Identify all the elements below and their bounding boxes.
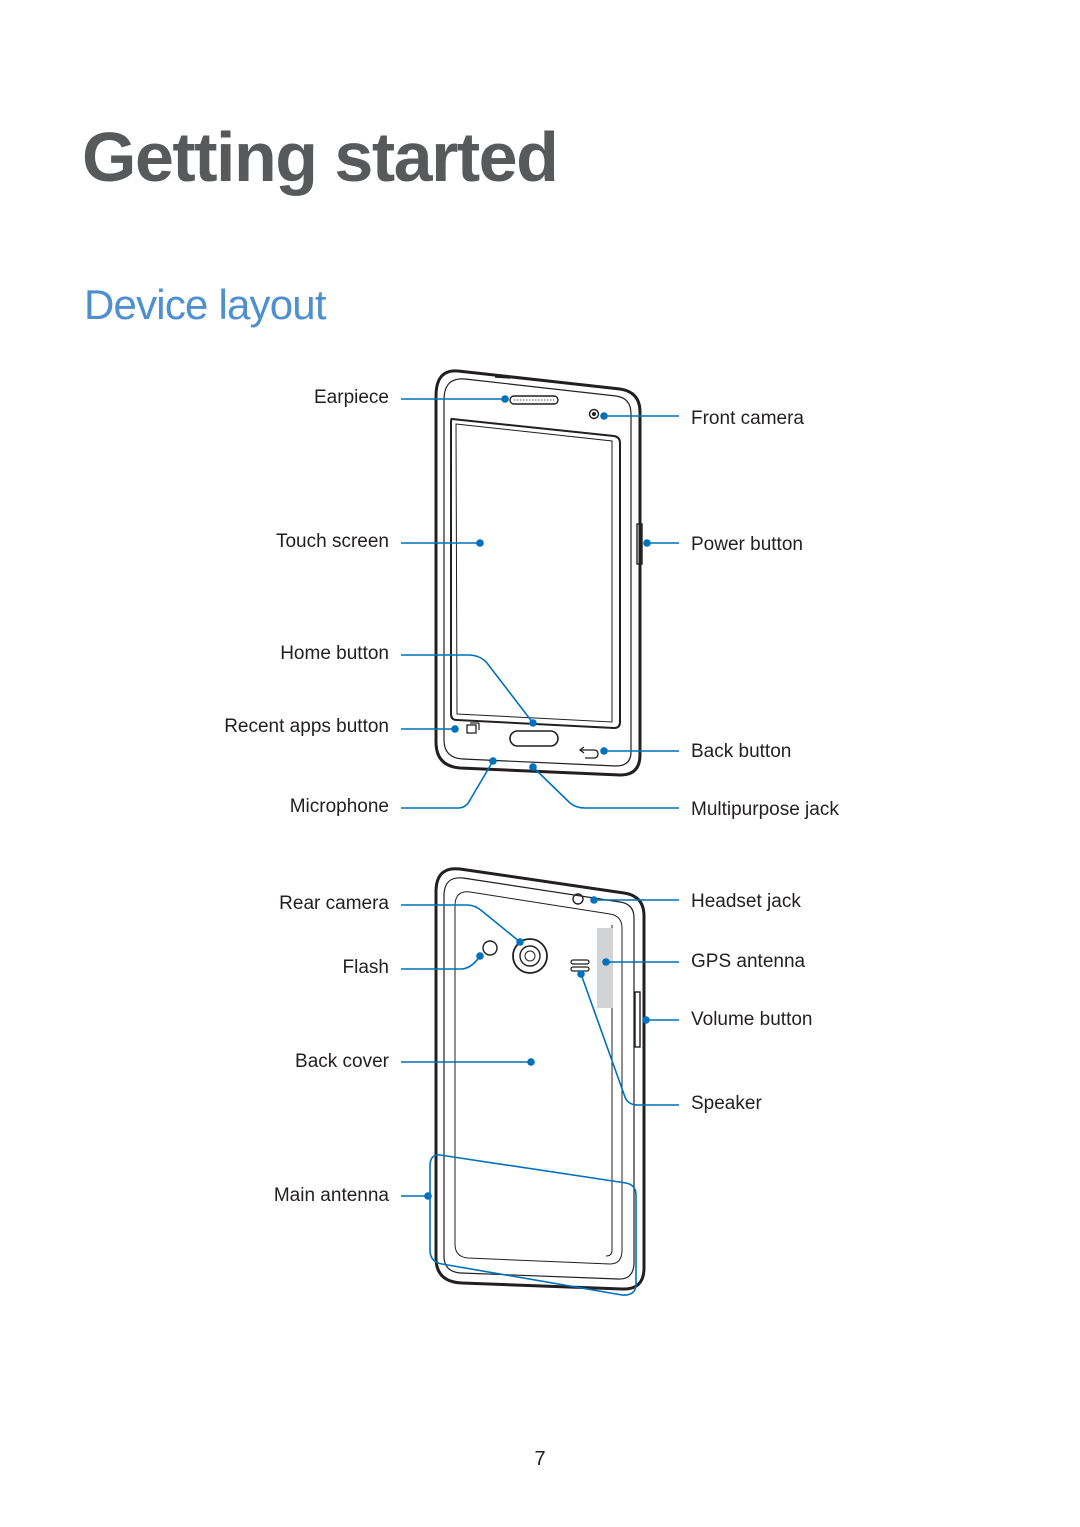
section-title: Device layout <box>84 281 327 328</box>
front-phone <box>434 369 643 777</box>
page-title: Getting started <box>82 118 559 196</box>
label-gps-antenna: GPS antenna <box>691 951 806 972</box>
back-phone <box>434 867 646 1291</box>
label-front-camera: Front camera <box>691 408 804 429</box>
label-touch-screen: Touch screen <box>275 531 389 552</box>
label-power-button: Power button <box>691 534 803 555</box>
callout-lines <box>401 398 679 1296</box>
label-multipurpose-jack: Multipurpose jack <box>691 799 839 820</box>
label-flash: Flash <box>342 957 389 978</box>
label-rear-camera: Rear camera <box>279 893 389 914</box>
label-earpiece: Earpiece <box>314 387 389 408</box>
label-volume-button: Volume button <box>691 1009 813 1030</box>
label-back-button: Back button <box>691 741 792 762</box>
label-headset-jack: Headset jack <box>691 891 801 912</box>
label-main-antenna: Main antenna <box>273 1185 389 1206</box>
callout-dots <box>424 395 651 1200</box>
page-number: 7 <box>534 1448 546 1470</box>
label-home-button: Home button <box>280 643 389 664</box>
label-microphone: Microphone <box>289 796 389 817</box>
label-back-cover: Back cover <box>295 1051 389 1072</box>
label-recent-apps-button: Recent apps button <box>224 716 389 737</box>
label-speaker: Speaker <box>691 1093 762 1114</box>
